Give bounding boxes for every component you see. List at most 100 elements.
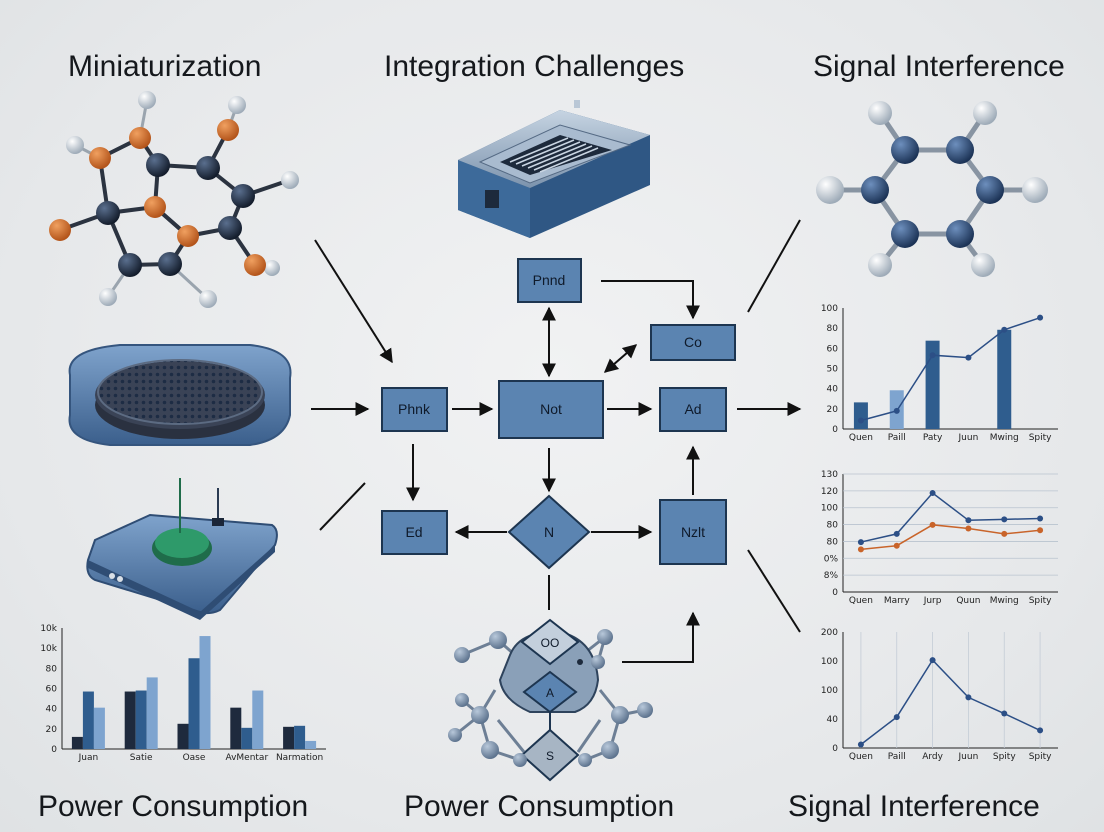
y-tick-label: 0 — [832, 744, 838, 754]
y-tick-label: 40 — [827, 715, 839, 725]
arrow-pnnd-to-co — [601, 280, 700, 320]
flow-node-not: Not — [498, 380, 604, 439]
y-tick-label: 0 — [832, 425, 838, 435]
data-point — [1001, 326, 1008, 333]
y-tick-label: 40 — [827, 385, 839, 395]
x-tick-label: Juan — [78, 753, 99, 763]
y-tick-label: 40 — [46, 705, 58, 715]
x-tick-label: Juun — [958, 752, 979, 762]
heading-power-consumption-center: Power Consumption — [404, 790, 675, 823]
series-line — [860, 524, 1041, 551]
bar — [997, 329, 1012, 429]
flow-node-phnk: Phnk — [381, 387, 448, 432]
x-tick-label: Spity — [1029, 433, 1052, 443]
x-tick-label: Ardy — [922, 752, 943, 762]
node-n-label: N — [544, 524, 554, 540]
node-a-label: A — [546, 686, 554, 700]
bar — [71, 736, 83, 749]
y-tick-label: 100 — [821, 304, 838, 314]
y-tick-label: 60 — [46, 685, 58, 695]
x-tick-label: Mwing — [990, 596, 1019, 606]
node-co-label: Co — [684, 334, 702, 350]
series-line — [860, 658, 1041, 746]
data-point — [857, 417, 864, 424]
data-point — [857, 539, 864, 546]
flow-node-pnnd: Pnnd — [517, 258, 582, 303]
chip-module-illustration — [458, 100, 650, 238]
data-point — [929, 352, 936, 359]
node-ad-label: Ad — [684, 401, 701, 417]
connector-nzlt-chart — [747, 549, 801, 633]
y-tick-label: 8% — [824, 571, 839, 581]
y-tick-label: 60 — [827, 344, 839, 354]
connector-benzene — [747, 219, 801, 313]
x-tick-label: Mwing — [990, 433, 1019, 443]
y-tick-label: 80 — [827, 537, 839, 547]
x-tick-label: Paill — [888, 752, 906, 762]
flow-node-n: N — [507, 494, 591, 570]
node-nzlt-label: Nzlt — [681, 524, 705, 540]
bar — [294, 725, 306, 749]
data-point — [965, 354, 972, 361]
data-point — [965, 694, 972, 701]
data-point — [929, 521, 936, 528]
flow-node-ad: Ad — [659, 387, 727, 432]
y-tick-label: 100 — [821, 657, 838, 667]
x-tick-label: Quen — [849, 596, 873, 606]
data-point — [1037, 314, 1044, 321]
arrow-molecule-to-phnk — [314, 239, 393, 364]
y-tick-label: 10k — [40, 644, 57, 654]
x-tick-label: Oase — [183, 753, 206, 763]
node-not-label: Not — [540, 401, 562, 417]
molecule-illustration-left — [49, 91, 299, 308]
series-line — [860, 316, 1041, 422]
data-point — [1037, 727, 1044, 734]
x-tick-label: Juun — [958, 433, 979, 443]
heading-integration-challenges: Integration Challenges — [384, 50, 685, 83]
node-s-label: S — [546, 749, 554, 763]
x-tick-label: Satie — [130, 753, 153, 763]
data-point — [965, 525, 972, 532]
x-tick-label: Quen — [849, 752, 873, 762]
flow-node-nzlt: Nzlt — [659, 499, 727, 565]
x-tick-label: Narmation — [276, 753, 323, 763]
x-tick-label: Paill — [888, 433, 906, 443]
circuit-board-illustration — [86, 478, 278, 620]
data-point — [1037, 515, 1044, 522]
x-tick-label: Spity — [1029, 596, 1052, 606]
heading-signal-interference-bottom: Signal Interference — [788, 790, 1040, 823]
node-pnnd-label: Pnnd — [533, 272, 566, 288]
data-point — [893, 542, 900, 549]
arrow-not-co — [603, 344, 638, 373]
flow-node-co: Co — [650, 324, 736, 361]
data-point — [857, 546, 864, 553]
bar — [82, 691, 94, 749]
y-tick-label: 130 — [821, 470, 838, 480]
x-tick-label: Marry — [884, 596, 911, 606]
y-tick-label: 80 — [827, 521, 839, 531]
bar — [241, 727, 253, 749]
data-point — [929, 657, 936, 664]
data-point — [857, 741, 864, 748]
y-tick-label: 80 — [46, 664, 58, 674]
y-tick-label: 0 — [51, 745, 57, 755]
x-tick-label: Jurp — [923, 596, 942, 606]
data-point — [1001, 710, 1008, 717]
data-point — [1037, 527, 1044, 534]
y-tick-label: 20 — [46, 725, 58, 735]
data-point — [893, 407, 900, 414]
node-phnk-label: Phnk — [398, 401, 431, 417]
data-point — [893, 530, 900, 537]
data-point — [929, 490, 936, 497]
benzene-molecule-illustration — [816, 101, 1048, 277]
x-tick-label: Spity — [1029, 752, 1052, 762]
bar — [135, 690, 147, 749]
bar — [124, 691, 136, 749]
bar — [925, 340, 940, 429]
